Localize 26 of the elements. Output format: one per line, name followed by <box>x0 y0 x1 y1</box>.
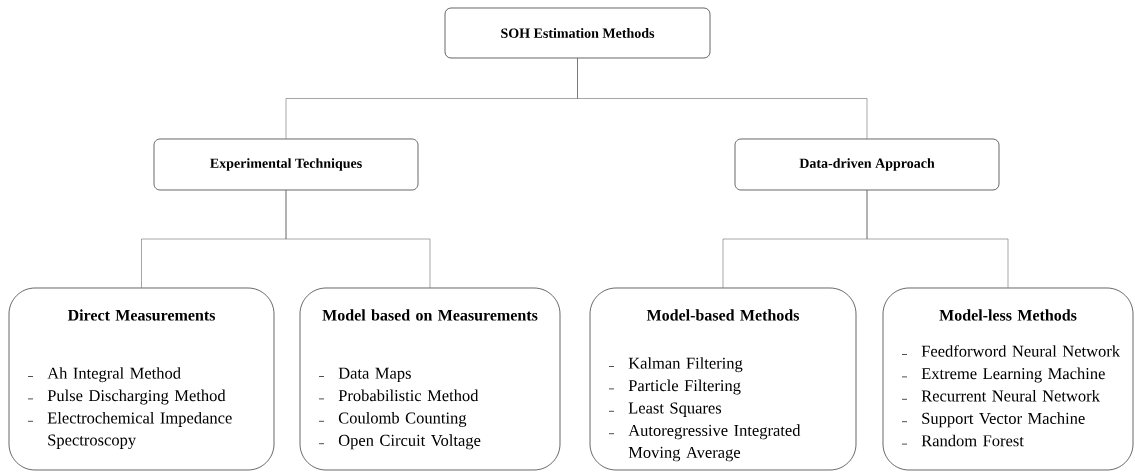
list-item: Particle Filtering <box>608 379 741 395</box>
list-item: Data Maps <box>318 367 411 383</box>
list-item: Open Circuit Voltage <box>318 434 481 450</box>
box-heading: Model-less Methods <box>939 309 1077 321</box>
list-item: Kalman Filtering <box>608 357 743 373</box>
list-item: Ah Integral Method <box>27 367 181 383</box>
list-item: Least Squares <box>608 402 722 417</box>
list-item: Extreme Learning Machine <box>901 367 1105 383</box>
category-box: Experimental Techniques <box>153 138 419 191</box>
list-item: Feedforword Neural Network <box>901 345 1121 357</box>
list-item: Random Forest <box>901 434 1024 447</box>
list-item: Probabilistic Method <box>318 389 479 402</box>
box-heading: Model-based Methods <box>646 309 800 321</box>
list-item: Coulomb Counting <box>318 411 467 427</box>
box-heading: Direct Measurements <box>67 309 216 321</box>
box-heading: Model based on Measurements <box>322 309 538 321</box>
category-box: Data-driven Approach <box>734 138 1000 191</box>
list-item: Support Vector Machine <box>901 412 1085 428</box>
connector-line <box>866 190 1009 288</box>
list-item: Recurrent Neural Network <box>901 389 1100 402</box>
connector-line <box>577 58 868 139</box>
connector-line <box>285 190 431 288</box>
category-box: SOH Estimation Methods <box>444 7 711 59</box>
list-item: Pulse Discharging Method <box>27 389 226 405</box>
list-item: Autoregressive Integrated Moving Average <box>608 424 801 462</box>
list-item: Electrochemical Impedance Spectroscopy <box>27 411 232 449</box>
